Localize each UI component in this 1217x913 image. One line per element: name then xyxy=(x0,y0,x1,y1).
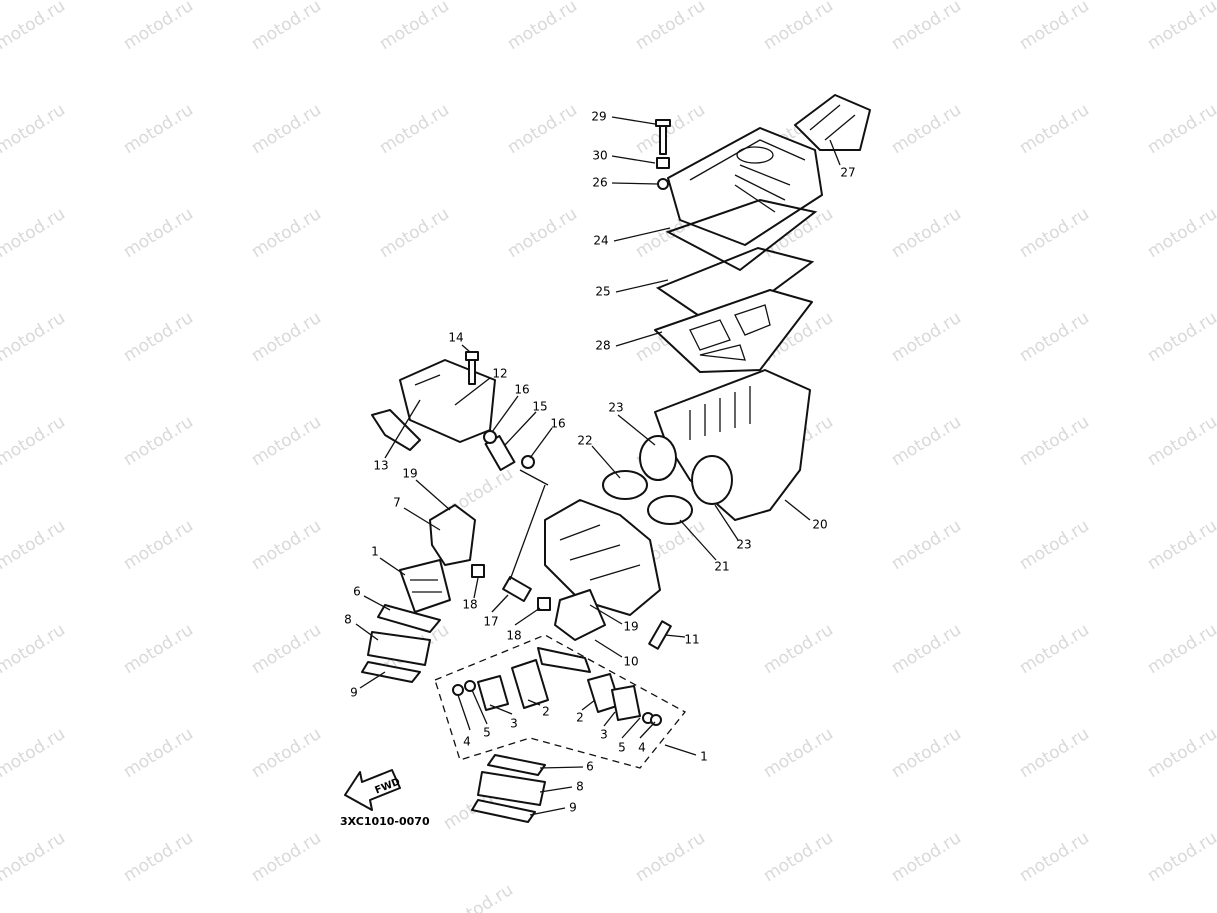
collar-30 xyxy=(656,157,670,169)
callout-12: 12 xyxy=(492,367,507,381)
callout-27: 27 xyxy=(840,166,855,180)
bolt-14 xyxy=(465,351,479,385)
spacer-8-left xyxy=(367,631,431,666)
hose-17-and-fitting-18 xyxy=(471,564,551,611)
callout-26: 26 xyxy=(592,176,607,190)
callout-4: 4 xyxy=(638,741,646,755)
gasket-6-right xyxy=(487,754,546,776)
callout-16: 16 xyxy=(514,383,529,397)
bracket-13 xyxy=(371,409,421,451)
gasket-9-left xyxy=(361,661,421,683)
callout-3: 3 xyxy=(600,728,608,742)
callout-13: 13 xyxy=(373,459,388,473)
bolt-11 xyxy=(648,620,672,650)
callout-28: 28 xyxy=(595,339,610,353)
callout-2: 2 xyxy=(576,711,584,725)
carburetor-assembly xyxy=(544,499,661,616)
callout-30: 30 xyxy=(592,149,607,163)
clip-16 xyxy=(483,430,535,469)
callout-21: 21 xyxy=(714,560,729,574)
callout-1: 1 xyxy=(371,545,379,559)
callout-29: 29 xyxy=(591,110,606,124)
callout-2: 2 xyxy=(542,705,550,719)
diagram-code: 3XC1010-0070 xyxy=(340,815,430,828)
callout-3: 3 xyxy=(510,717,518,731)
callout-6: 6 xyxy=(353,585,361,599)
assembly-boundary-box xyxy=(434,634,686,769)
callout-4: 4 xyxy=(463,735,471,749)
callout-8: 8 xyxy=(344,613,352,627)
callout-18: 18 xyxy=(462,598,477,612)
manifold-10 xyxy=(554,589,606,641)
cover-12 xyxy=(399,359,496,443)
air-filter-case-cover xyxy=(667,127,823,246)
callout-7: 7 xyxy=(393,496,401,510)
callout-20: 20 xyxy=(812,518,827,532)
callout-5: 5 xyxy=(483,726,491,740)
callout-18: 18 xyxy=(506,629,521,643)
spacer-8-right xyxy=(477,771,546,806)
callout-5: 5 xyxy=(618,741,626,755)
callout-23: 23 xyxy=(608,401,623,415)
callout-1: 1 xyxy=(700,750,708,764)
callout-25: 25 xyxy=(595,285,610,299)
seal-24 xyxy=(665,198,818,272)
callout-11: 11 xyxy=(684,633,699,647)
reed-valve-1-left xyxy=(399,559,451,613)
callout-19: 19 xyxy=(402,467,417,481)
bolt-29 xyxy=(655,119,671,155)
callout-23: 23 xyxy=(736,538,751,552)
clamps-and-joints xyxy=(602,435,733,525)
filter-frame-28 xyxy=(654,289,813,373)
callout-14: 14 xyxy=(448,331,463,345)
callout-8: 8 xyxy=(576,780,584,794)
gasket-6-left xyxy=(377,604,441,633)
intake-duct-27 xyxy=(794,94,871,151)
reed-valve-assembly-parts xyxy=(452,647,662,726)
leader-lines xyxy=(355,116,841,816)
callout-22: 22 xyxy=(577,434,592,448)
callout-9: 9 xyxy=(350,686,358,700)
callout-6: 6 xyxy=(586,760,594,774)
callout-9: 9 xyxy=(569,801,577,815)
callout-10: 10 xyxy=(623,655,638,669)
manifold-7 xyxy=(429,504,476,566)
callout-19: 19 xyxy=(623,620,638,634)
callout-24: 24 xyxy=(593,234,608,248)
gasket-9-right xyxy=(471,799,536,823)
callout-16: 16 xyxy=(550,417,565,431)
fwd-arrow-icon: FWD xyxy=(344,769,402,811)
callout-17: 17 xyxy=(483,615,498,629)
callout-15: 15 xyxy=(532,400,547,414)
callout-labels: 29 30 26 27 24 25 28 14 12 16 15 16 13 2… xyxy=(344,110,855,815)
grommet-26 xyxy=(657,178,669,190)
